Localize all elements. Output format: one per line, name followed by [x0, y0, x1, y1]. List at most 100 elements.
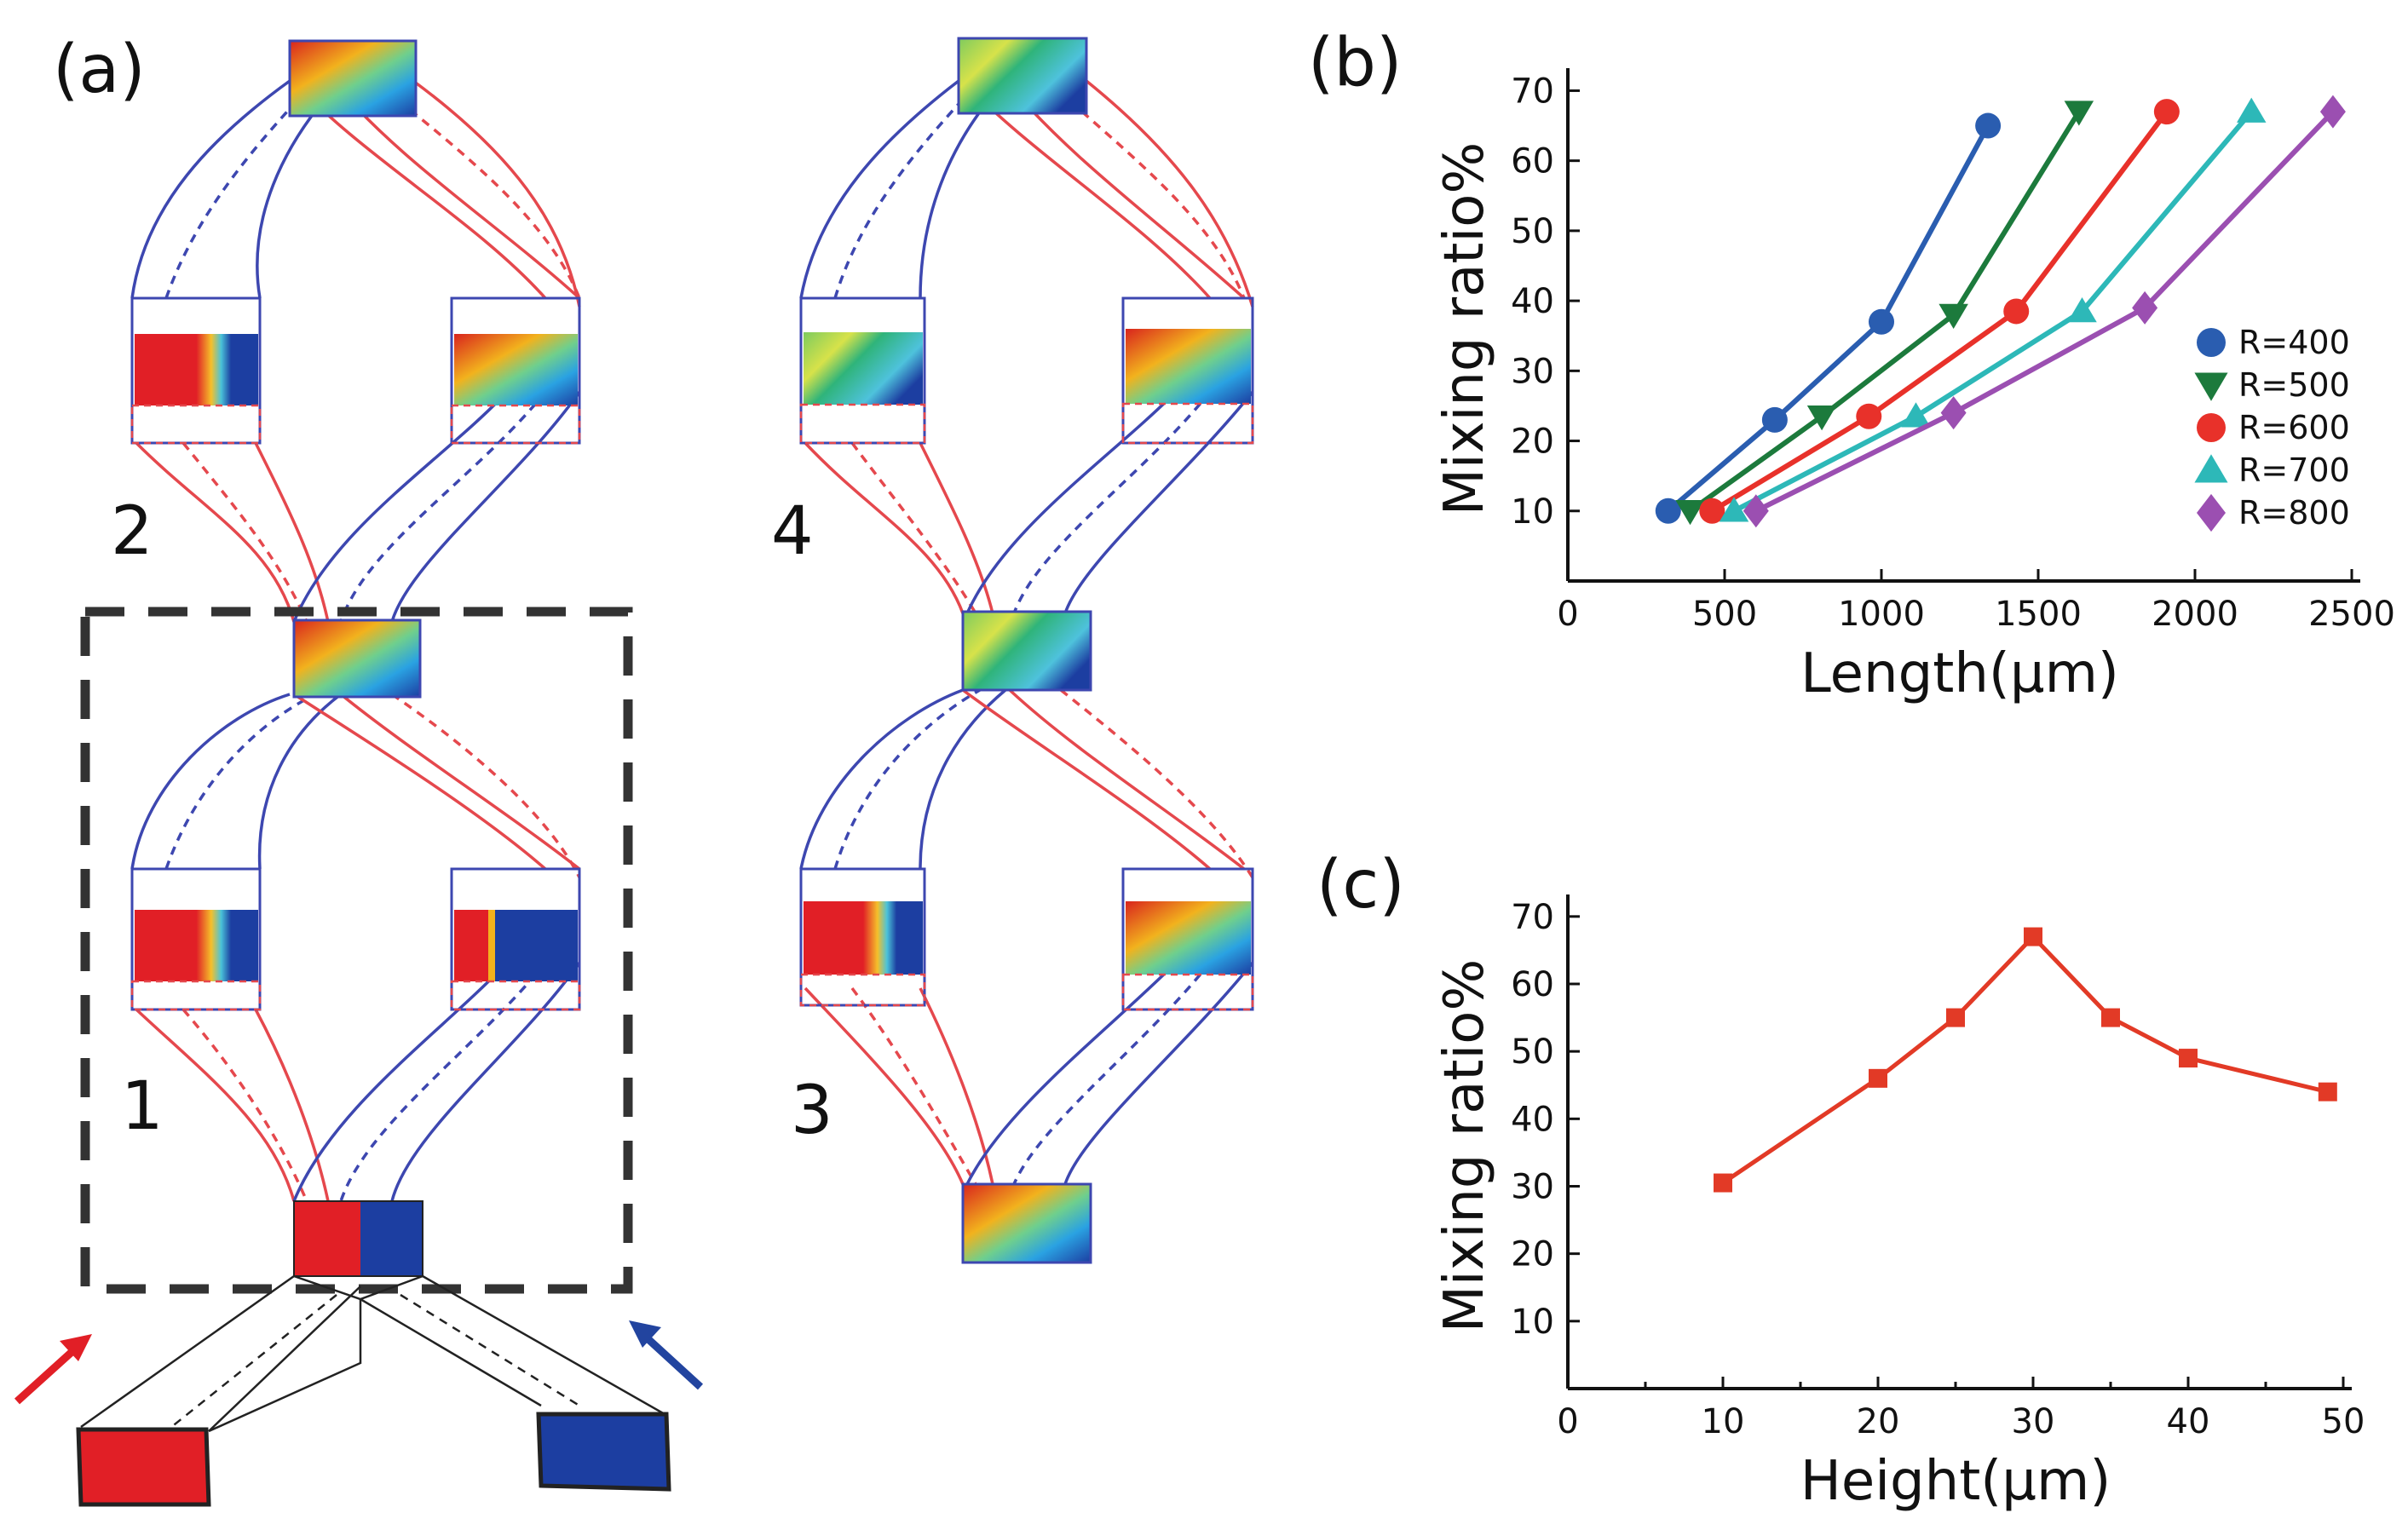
channel-arc	[799, 79, 960, 299]
channel-arc	[919, 442, 994, 614]
channel-arc	[164, 693, 316, 870]
channel-arc	[135, 441, 296, 623]
y-axis-title: Mixing ratio%	[1433, 959, 1496, 1333]
legend-label: R=700	[2238, 452, 2350, 489]
channel-arc	[373, 79, 581, 299]
y-tick-label: 30	[1511, 352, 1554, 391]
right-column-channels	[799, 79, 1254, 1185]
series-line	[1710, 110, 2169, 514]
cross-section-r-row4-left	[799, 867, 926, 1007]
channel-arc	[1059, 688, 1254, 878]
data-point	[1806, 406, 1837, 431]
cross-section-row4-left	[130, 867, 262, 1011]
data-point	[2064, 101, 2094, 126]
data-point	[2179, 1049, 2198, 1068]
data-point	[2067, 296, 2097, 323]
x-tick-label: 2500	[2308, 595, 2395, 634]
unit-label-4: 4	[771, 493, 814, 570]
channel-arc	[833, 688, 981, 870]
y-tick-label: 60	[1511, 965, 1554, 1004]
cross-section-r-row2-left	[799, 296, 926, 445]
data-point	[1714, 1173, 1732, 1193]
data-point	[1975, 112, 2002, 139]
channel-arc	[181, 441, 308, 623]
y-tick-label: 30	[1511, 1168, 1554, 1207]
blue-inlet-arrow	[629, 1320, 704, 1390]
cross-section-middle-left-col	[292, 618, 422, 699]
cross-section-r-row4-right	[1121, 867, 1254, 1011]
unit-label-2: 2	[111, 493, 153, 570]
legend-marker	[2194, 454, 2228, 483]
channel-arc	[254, 442, 330, 623]
series-line	[1721, 933, 2329, 1185]
channel-arc	[390, 961, 581, 1202]
x-tick-label: 500	[1692, 595, 1757, 634]
y-tick-label: 70	[1511, 898, 1554, 937]
channel-arc	[1008, 688, 1246, 871]
channel-arc	[833, 79, 982, 299]
data-point	[1856, 403, 1882, 429]
legend-marker	[2197, 328, 2226, 357]
legend-marker	[2194, 372, 2228, 401]
y-tick-label: 60	[1511, 142, 1554, 181]
channel-arc	[130, 693, 291, 870]
channel-arc	[339, 390, 547, 623]
data-point	[2132, 290, 2158, 325]
cross-section-row2-right	[450, 296, 581, 445]
channel-arc	[1063, 390, 1254, 614]
channel-arc	[1063, 961, 1254, 1185]
channel-arc	[254, 1009, 330, 1202]
data-point	[1901, 402, 1931, 428]
legend-label: R=600	[2238, 409, 2350, 446]
y-tick-label: 10	[1511, 492, 1554, 532]
x-tick-label: 50	[2322, 1402, 2365, 1441]
y-axis-title: Mixing ratio%	[1433, 142, 1496, 516]
channel-arc	[1085, 79, 1254, 308]
data-point	[2003, 298, 2030, 325]
legend-label: R=400	[2238, 324, 2350, 361]
data-point	[1938, 303, 1968, 330]
channel-arc	[130, 79, 291, 299]
channel-arc	[965, 961, 1178, 1185]
channel-arc	[292, 961, 509, 1202]
inlet-y-junction	[80, 1274, 665, 1433]
panel-b-label: (b)	[1308, 25, 1402, 101]
y-tick-label: 50	[1511, 212, 1554, 251]
series-r-700	[1719, 97, 2267, 522]
series-line	[1732, 110, 2254, 514]
channel-arc	[181, 1008, 308, 1202]
y-tick-label: 20	[1511, 423, 1554, 462]
channel-arc	[961, 688, 1212, 871]
series-0	[1714, 927, 2337, 1193]
cross-section-bottom-right-col	[961, 1182, 1092, 1264]
data-point	[1743, 494, 1769, 528]
data-point	[1761, 406, 1788, 433]
channel-arc	[391, 693, 581, 878]
data-point	[1869, 1068, 1887, 1088]
y-tick-label: 40	[1511, 282, 1554, 321]
cross-section-middle-right-col	[961, 610, 1092, 692]
series-r-800	[1743, 95, 2346, 528]
data-point	[1675, 500, 1705, 526]
cross-section-r-row2-right	[1121, 296, 1254, 445]
data-point	[2236, 97, 2267, 123]
left-column-channels	[130, 79, 581, 1202]
channel-arc	[919, 987, 994, 1185]
legend-item: R=400	[2197, 324, 2350, 361]
data-point	[1940, 396, 1967, 430]
data-point	[1655, 498, 1681, 524]
channel-arc	[804, 986, 965, 1185]
channel-arc	[135, 1008, 296, 1202]
series-line	[1666, 124, 1990, 514]
series-line	[1754, 110, 2336, 514]
x-tick-label: 1000	[1838, 595, 1925, 634]
legend-marker	[2197, 493, 2226, 532]
data-point	[2101, 1008, 2120, 1027]
data-point	[2153, 99, 2180, 125]
channel-arc	[292, 390, 509, 623]
channel-arc	[257, 693, 343, 870]
unit-label-3: 3	[791, 1073, 833, 1149]
channel-arc	[339, 961, 547, 1202]
